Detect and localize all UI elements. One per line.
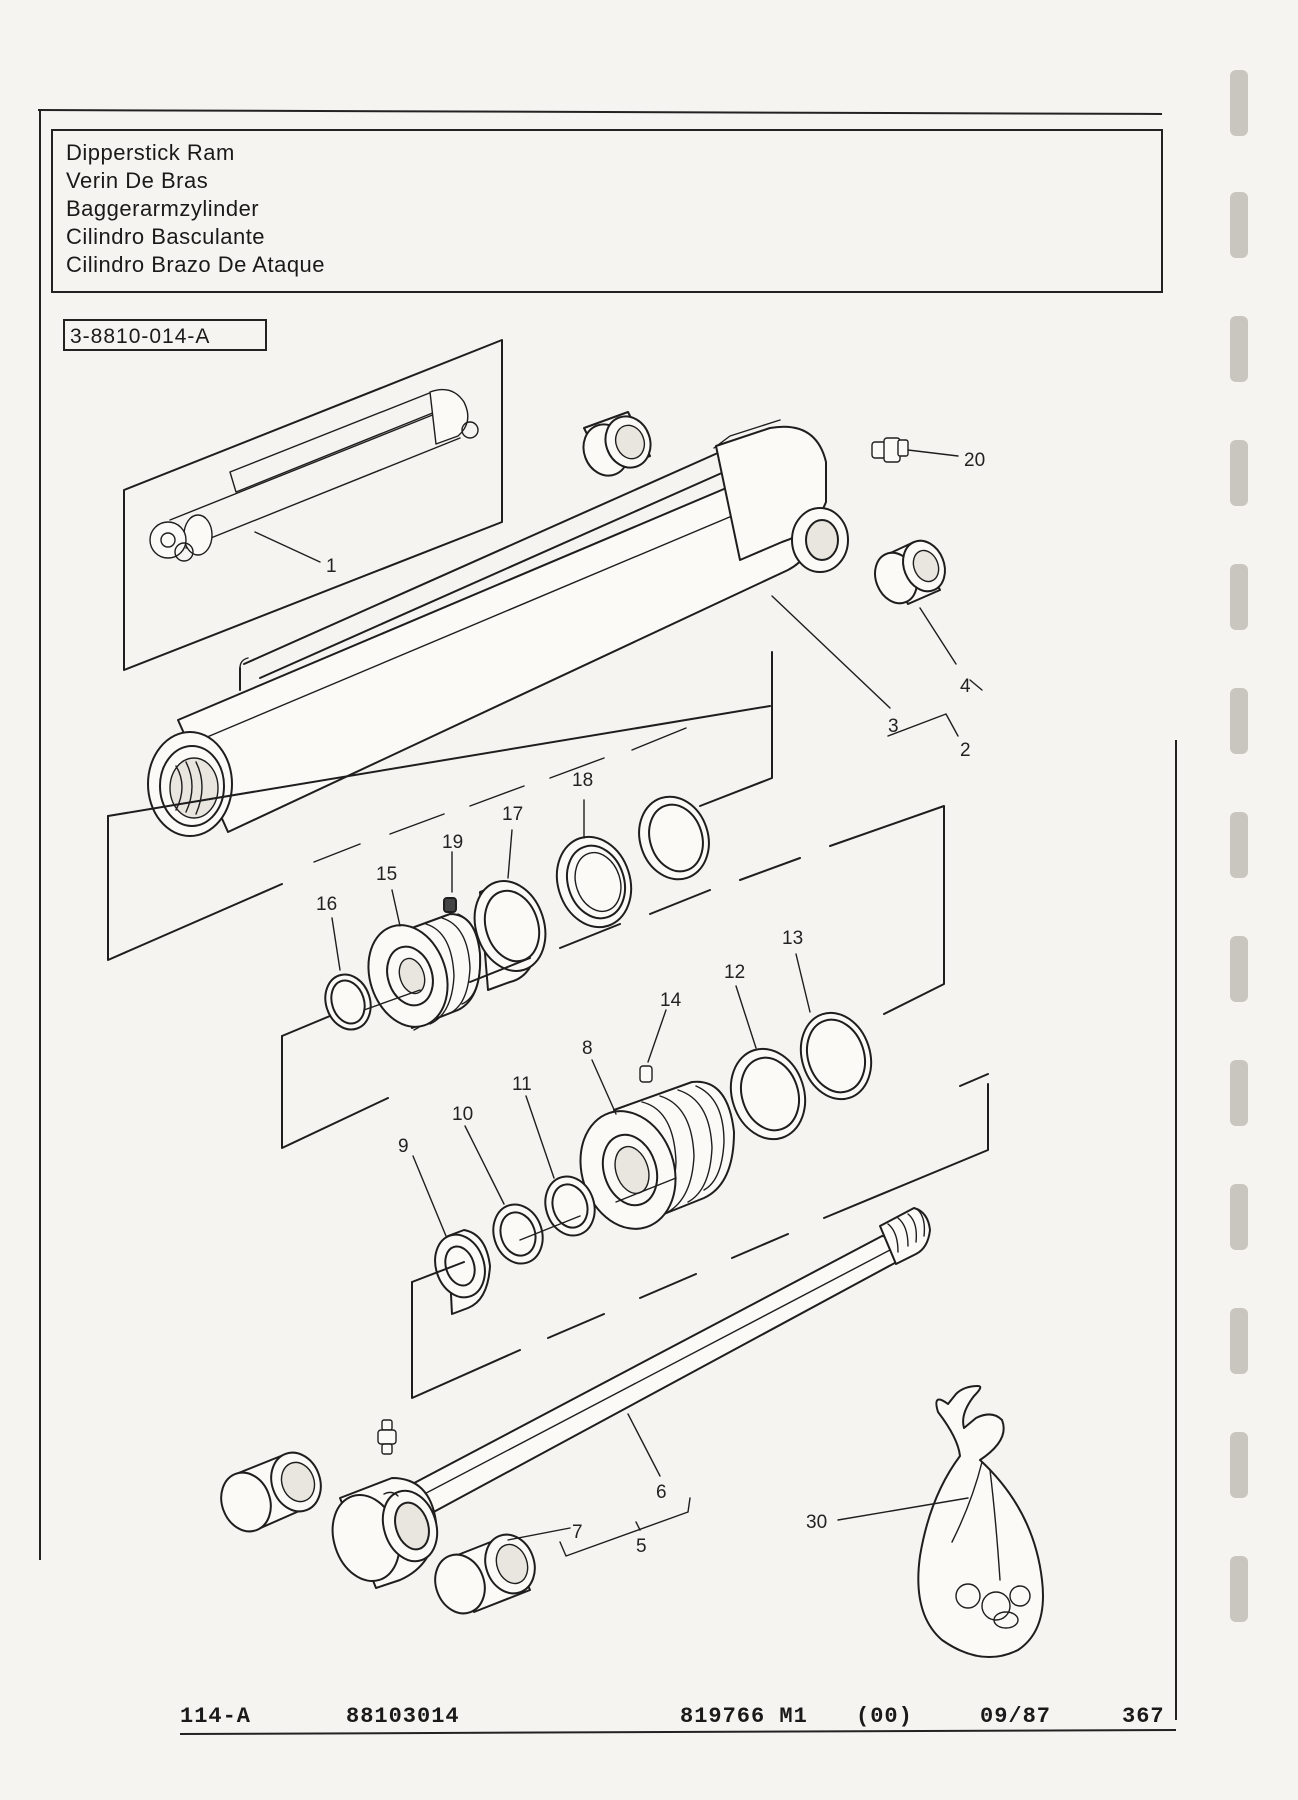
title-line-1: Dipperstick Ram [66, 140, 235, 165]
callout-12: 12 [724, 962, 745, 983]
callout-19: 19 [442, 832, 463, 853]
leader-lines-top [771, 595, 983, 737]
callout-4: 4 [960, 676, 971, 697]
callout-1: 1 [326, 556, 337, 577]
footer-page-ref: 114-A [180, 1704, 251, 1729]
title-line-4: Cilindro Basculante [66, 224, 265, 249]
figure-code-box: 3-8810-014-A [63, 319, 267, 351]
callout-18: 18 [572, 770, 593, 791]
page-frame [37, 109, 1177, 1720]
callout-3: 3 [888, 716, 899, 737]
panel-gland-seals [281, 805, 945, 1315]
panel-piston-rod [411, 1073, 989, 1399]
page-footer: 114-A 88103014 819766 M1 (00) 09/87 367 [179, 1704, 1177, 1735]
callout-2: 2 [960, 740, 971, 761]
bush-upper [582, 411, 652, 477]
seal-kit-bag-30 [837, 1385, 1044, 1659]
grease-nipple-20 [871, 437, 959, 463]
callout-13: 13 [782, 928, 803, 949]
callout-7: 7 [572, 1522, 583, 1543]
callout-15: 15 [376, 864, 397, 885]
figure-code: 3-8810-014-A [70, 325, 210, 348]
title-box: Dipperstick Ram Verin De Bras Baggerarmz… [51, 129, 1163, 293]
callout-20: 20 [964, 450, 985, 471]
leader-lines-bottom [559, 1413, 691, 1557]
bush-rod-left [220, 1451, 322, 1533]
panel-complete-ram [123, 339, 503, 671]
callout-6: 6 [656, 1482, 667, 1503]
callout-11: 11 [512, 1074, 532, 1095]
callout-17: 17 [502, 804, 523, 825]
title-line-2: Verin De Bras [66, 168, 208, 193]
cylinder-barrel [147, 419, 849, 837]
gland-8 [579, 1080, 735, 1230]
callout-8: 8 [582, 1038, 593, 1059]
footer-page-number: 367 [1122, 1704, 1165, 1729]
callout-10: 10 [452, 1104, 473, 1125]
piston-rod [331, 1207, 931, 1589]
footer-part-number: 819766 M1 [680, 1704, 808, 1729]
piston-15 [367, 913, 482, 1031]
footer-doc-number: 88103014 [346, 1704, 460, 1729]
callout-9: 9 [398, 1136, 409, 1157]
footer-date: 09/87 [980, 1704, 1051, 1729]
bush-4 [874, 539, 957, 665]
title-line-5: Cilindro Brazo De Ataque [66, 252, 325, 277]
callout-30: 30 [806, 1512, 827, 1533]
title-line-3: Baggerarmzylinder [66, 196, 259, 221]
callout-5: 5 [636, 1536, 647, 1557]
panel-piston-seals [107, 651, 773, 1031]
footer-revision: (00) [856, 1704, 913, 1729]
grease-nipple-rod [377, 1419, 397, 1455]
bush-7 [434, 1527, 571, 1615]
binder-holes [1230, 70, 1248, 1622]
callout-14: 14 [660, 990, 682, 1011]
callout-16: 16 [316, 894, 337, 915]
callout-labels: 1 2 3 4 5 6 7 8 9 10 11 12 13 14 15 16 1… [316, 450, 985, 1557]
